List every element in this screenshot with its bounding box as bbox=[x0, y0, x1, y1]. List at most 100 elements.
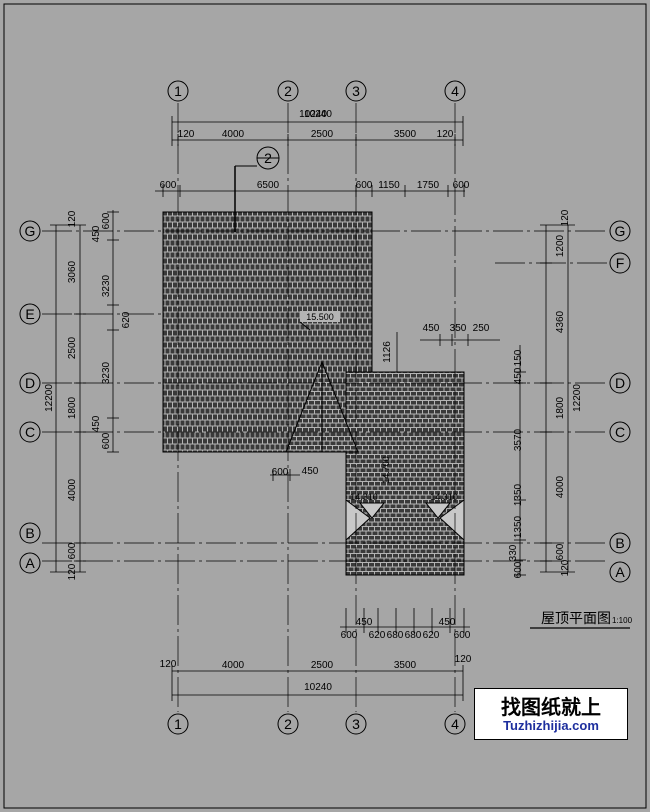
dim-right-inner-1: 450 bbox=[513, 367, 524, 384]
axis-label-3-bottom: 3 bbox=[352, 716, 360, 732]
dim-left-outer-2: 2500 bbox=[67, 336, 78, 359]
dim-right-inner-6: 600 bbox=[513, 561, 524, 578]
top-dimension-lines bbox=[155, 116, 465, 197]
axis-bubbles-left: G E D C B A bbox=[19, 220, 41, 574]
dim-right-outer-1: 1200 bbox=[555, 234, 566, 257]
axis-label-A-left: A bbox=[25, 555, 35, 571]
dim-left-outer-1: 3060 bbox=[67, 260, 78, 283]
dim-bottom-small-5: 620 bbox=[423, 630, 440, 641]
axis-lines bbox=[42, 103, 608, 712]
dim-overall-top-a: 10240 bbox=[299, 109, 327, 120]
dim-left-inner-6: 600 bbox=[101, 432, 112, 449]
dim-top-s12: 4000 bbox=[222, 129, 245, 140]
dim-left-total: 12200 bbox=[44, 384, 55, 412]
dim-top-s23: 2500 bbox=[311, 129, 334, 140]
dim-top-left-edge: 120 bbox=[178, 129, 195, 140]
dim-left-outer-0: 120 bbox=[67, 210, 78, 227]
dim-bottom-small-2: 620 bbox=[369, 630, 386, 641]
axis-label-4-top: 4 bbox=[451, 83, 459, 99]
dim-top-s34: 3500 bbox=[394, 129, 417, 140]
axis-bubbles-top: 1 2 3 4 bbox=[167, 80, 466, 102]
dim-row2-f: 600 bbox=[453, 180, 470, 191]
section-mark-label: 2 bbox=[264, 150, 272, 166]
axis-label-C-right: C bbox=[615, 424, 625, 440]
dim-left-inner-4: 3230 bbox=[101, 361, 112, 384]
dim-misc-1126: 1126 bbox=[382, 341, 393, 363]
axis-label-D-right: D bbox=[615, 375, 625, 391]
dim-bottom-small-1: 450 bbox=[356, 617, 373, 628]
dim-row2-a: 600 bbox=[160, 180, 177, 191]
right-dimension-lines bbox=[514, 224, 575, 576]
dim-row2-e: 1750 bbox=[417, 180, 440, 191]
dim-bottom-s12: 4000 bbox=[222, 660, 245, 671]
dim-misc-450b: 450 bbox=[302, 466, 319, 477]
axis-label-4-bottom: 4 bbox=[451, 716, 459, 732]
dim-bottom-small-6: 450 bbox=[439, 617, 456, 628]
section-mark: 2 bbox=[234, 146, 280, 232]
axis-label-A-right: A bbox=[615, 564, 625, 580]
axis-label-2-top: 2 bbox=[284, 83, 292, 99]
dim-left-inner-2: 3230 bbox=[101, 274, 112, 297]
dim-right-inner-5: 330 bbox=[508, 544, 519, 561]
elevation-right-dormer: 14.310 bbox=[430, 492, 458, 502]
dim-overall-top-b: 10240 bbox=[304, 109, 332, 120]
dim-left-600: 600 bbox=[67, 542, 78, 559]
axis-label-3-top: 3 bbox=[352, 83, 360, 99]
dim-bottom-small-3: 680 bbox=[387, 630, 404, 641]
axis-label-B-left: B bbox=[25, 525, 34, 541]
axis-label-C-left: C bbox=[25, 424, 35, 440]
dim-bottom-s34: 3500 bbox=[394, 660, 417, 671]
drawing-scale: 1:100 bbox=[612, 616, 633, 625]
dim-left-inner-5: 450 bbox=[91, 415, 102, 432]
dim-right-inner-0: 150 bbox=[513, 349, 524, 366]
dim-left-outer-5: 120 bbox=[67, 563, 78, 580]
dim-right-outer-3: 1800 bbox=[555, 396, 566, 419]
dim-left-outer-3: 1800 bbox=[67, 396, 78, 419]
dim-misc-450: 450 bbox=[423, 323, 440, 334]
dim-right-total: 12200 bbox=[572, 384, 583, 412]
elev-main-bg bbox=[300, 311, 340, 322]
roof-wing bbox=[285, 360, 465, 576]
dim-right-outer-2: 4360 bbox=[555, 310, 566, 333]
axis-bubbles-bottom: 1 2 3 4 bbox=[167, 713, 466, 735]
dim-bottom-left-edge: 120 bbox=[160, 659, 177, 670]
dim-right-outer-0: 120 bbox=[560, 209, 571, 226]
axis-label-G-right: G bbox=[615, 223, 626, 239]
dim-misc-250: 250 bbox=[473, 323, 490, 334]
elevation-main: 15.500 bbox=[306, 312, 334, 322]
dim-overall-bottom: 10240 bbox=[304, 682, 332, 693]
axis-label-E-left: E bbox=[25, 306, 34, 322]
dim-right-outer-4: 4000 bbox=[555, 475, 566, 498]
dim-right-outer-6: 120 bbox=[560, 559, 571, 576]
dim-left-outer-4: 4000 bbox=[67, 478, 78, 501]
dim-left-inner-0: 450 bbox=[91, 225, 102, 242]
dim-right-inner-4: 1350 bbox=[513, 515, 524, 538]
misc-dimension-lines bbox=[270, 332, 500, 481]
axis-label-2-bottom: 2 bbox=[284, 716, 292, 732]
axis-label-G-left: G bbox=[25, 223, 36, 239]
dim-right-inner-3: 1350 bbox=[513, 483, 524, 506]
axis-label-1-top: 1 bbox=[174, 83, 182, 99]
dim-row2-d: 1150 bbox=[378, 180, 400, 191]
elevation-left-dormer: 14.310 bbox=[350, 492, 378, 502]
watermark-url: Tuzhizhijia.com bbox=[503, 718, 599, 733]
dim-bottom-right-edge: 120 bbox=[455, 654, 472, 665]
elevation-main-marker bbox=[299, 321, 311, 331]
axis-label-F-right: F bbox=[616, 255, 625, 271]
dim-misc-350: 350 bbox=[450, 323, 467, 334]
axis-label-D-left: D bbox=[25, 375, 35, 391]
dim-misc-600: 600 bbox=[272, 467, 289, 478]
dim-left-inner-1: 600 bbox=[101, 212, 112, 229]
axis-label-1-bottom: 1 bbox=[174, 716, 182, 732]
dim-row2-c: 600 bbox=[356, 180, 373, 191]
drawing-title: 屋顶平面图 bbox=[541, 611, 611, 627]
bottom-dimension-lines bbox=[171, 608, 470, 701]
left-dimension-lines bbox=[50, 210, 119, 573]
dim-bottom-small-0: 600 bbox=[341, 630, 358, 641]
dim-bottom-small-7: 600 bbox=[454, 630, 471, 641]
dim-bottom-s23: 2500 bbox=[311, 660, 334, 671]
dim-right-inner-2: 3570 bbox=[513, 428, 524, 451]
watermark-chinese: 找图纸就上 bbox=[501, 695, 601, 719]
axis-label-B-right: B bbox=[615, 535, 624, 551]
